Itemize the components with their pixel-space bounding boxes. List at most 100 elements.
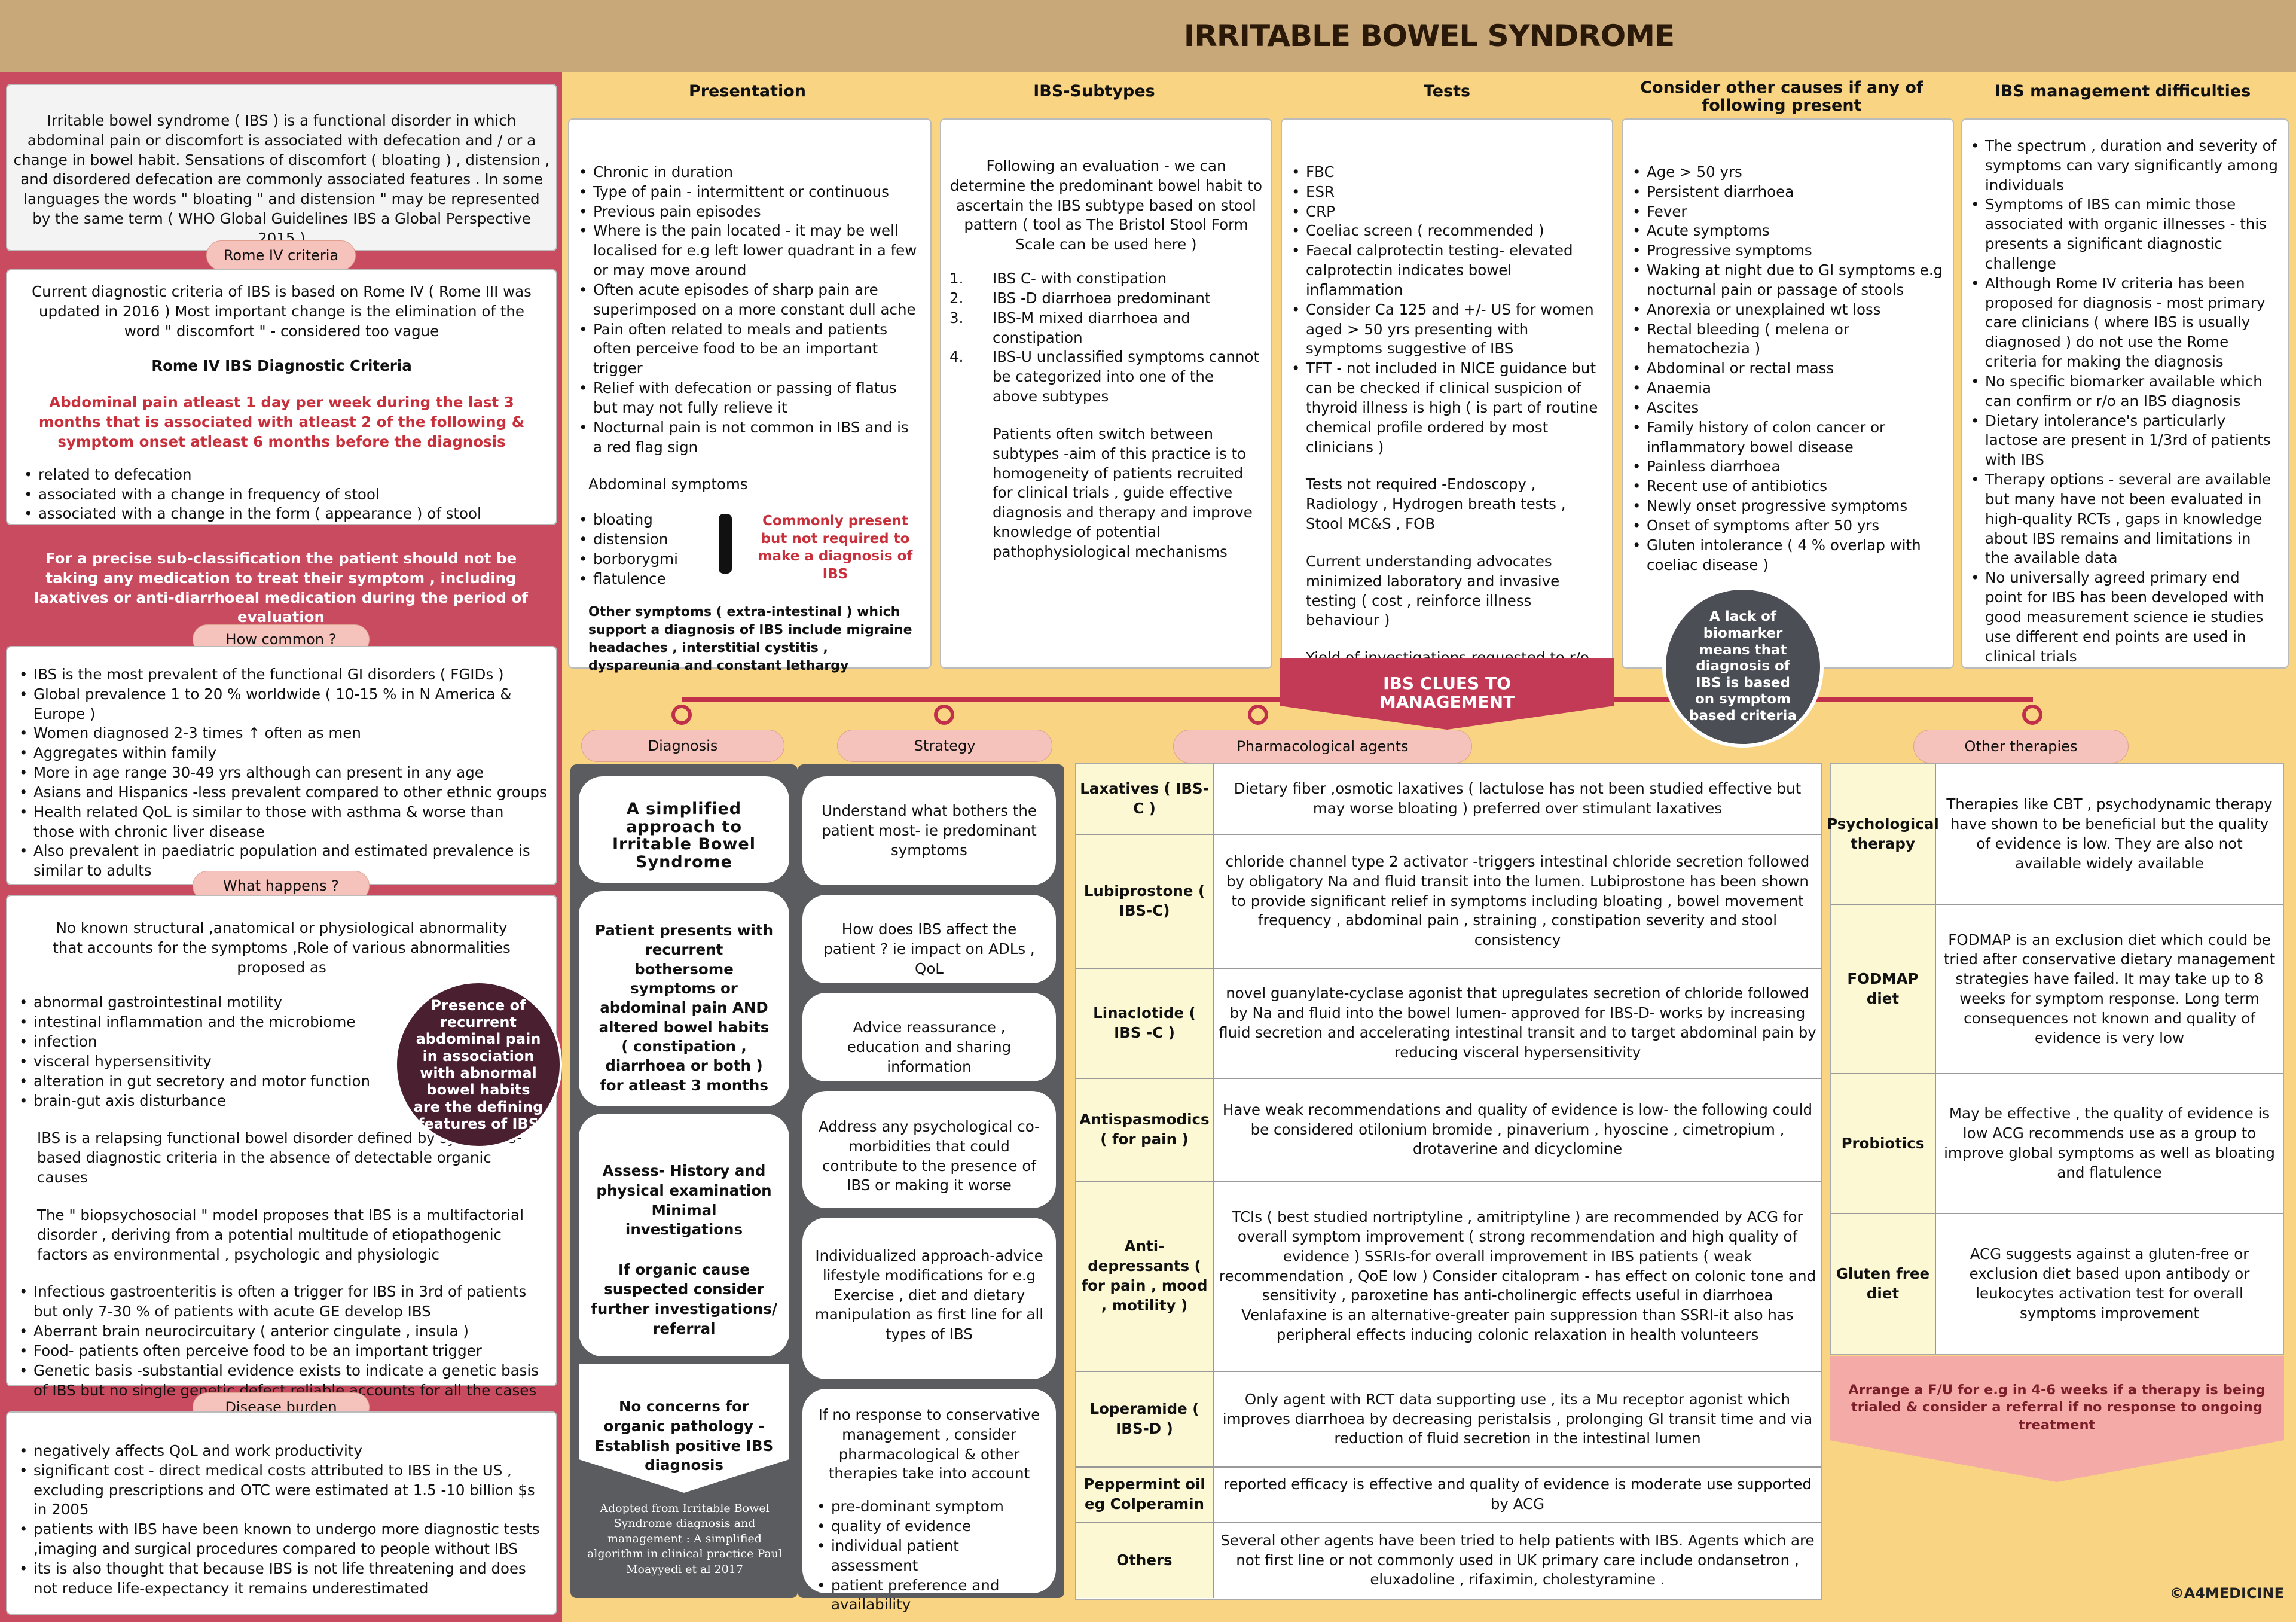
strategy-box-6: If no response to conservative managemen… bbox=[802, 1389, 1056, 1613]
list-item: Asians and Hispanics -less prevalent com… bbox=[16, 783, 548, 803]
pharma-row: Anti-depressants ( for pain , mood , mot… bbox=[1076, 1182, 1821, 1372]
list-item: Anorexia or unexplained wt loss bbox=[1629, 300, 1944, 320]
pharma-name: Laxatives ( IBS-C ) bbox=[1076, 764, 1214, 834]
list-item: Onset of symptoms after 50 yrs bbox=[1629, 516, 1944, 536]
burden-box: negatively affects QoL and work producti… bbox=[6, 1411, 557, 1615]
list-number: 4. bbox=[949, 348, 964, 366]
therapy-name: FODMAP diet bbox=[1831, 905, 1936, 1073]
list-item: abnormal gastrointestinal motility bbox=[16, 993, 548, 1013]
strategy-pill: Strategy bbox=[837, 730, 1052, 762]
list-item: No universally agreed primary end point … bbox=[1967, 568, 2279, 666]
diagnosis-box-1: A simplified approach to Irritable Bowel… bbox=[579, 776, 789, 883]
list-item: Age > 50 yrs bbox=[1629, 163, 1944, 182]
therapy-desc: Therapies like CBT , psychodynamic thera… bbox=[1946, 795, 2273, 872]
list-item: Global prevalence 1 to 20 % worldwide ( … bbox=[16, 685, 548, 724]
list-item: flatulence bbox=[575, 569, 707, 589]
list-item: Health related QoL is similar to those w… bbox=[16, 803, 548, 842]
therapy-desc: ACG suggests against a gluten-free or ex… bbox=[1969, 1245, 2250, 1322]
list-item: patients with IBS have been known to und… bbox=[16, 1520, 548, 1559]
list-item: individual patient assessment bbox=[813, 1536, 1045, 1576]
connector-node bbox=[934, 705, 954, 725]
list-item: associated with a change in the form ( a… bbox=[20, 504, 543, 524]
list-item: associated with a change in frequency of… bbox=[20, 485, 543, 505]
list-item: alteration in gut secretory and motor fu… bbox=[16, 1072, 548, 1092]
list-item: Recent use of antibiotics bbox=[1629, 477, 1944, 496]
strategy-box-2: How does IBS affect the patient ? ie imp… bbox=[802, 895, 1056, 983]
list-item: Family history of colon cancer or inflam… bbox=[1629, 418, 1944, 458]
list-text: IBS-U unclassified symptoms cannot be ca… bbox=[993, 348, 1260, 406]
list-item: Gluten intolerance ( 4 % overlap with co… bbox=[1629, 536, 1944, 575]
extra-intestinal: Other symptoms ( extra-intestinal ) whic… bbox=[588, 605, 912, 673]
list-item: negatively affects QoL and work producti… bbox=[16, 1441, 548, 1461]
tests-heading: Tests bbox=[1423, 82, 1471, 100]
list-item: Newly onset progressive symptoms bbox=[1629, 496, 1944, 516]
pharma-desc: Several other agents have been tried to … bbox=[1220, 1531, 1815, 1589]
rome-heading: Rome IV IBS Diagnostic Criteria bbox=[151, 357, 412, 375]
clues-banner-text: IBS CLUES TO MANAGEMENT bbox=[1379, 673, 1515, 712]
bracket-bar bbox=[719, 514, 732, 574]
pharma-name: Lubiprostone ( IBS-C) bbox=[1076, 835, 1214, 968]
pharma-name: Anti-depressants ( for pain , mood , mot… bbox=[1076, 1182, 1214, 1371]
abd-heading: Abdominal symptoms bbox=[588, 475, 748, 493]
list-item: Ascites bbox=[1629, 398, 1944, 418]
list-item: Faecal calprotectin testing- elevated ca… bbox=[1288, 241, 1606, 300]
list-item: borborygmi bbox=[575, 550, 707, 569]
list-item: ESR bbox=[1288, 182, 1606, 202]
difficulties-box: The spectrum , duration and severity of … bbox=[1961, 118, 2289, 669]
what-happens-intro: No known structural ,anatomical or physi… bbox=[53, 919, 511, 976]
list-item: Symptoms of IBS can mimic those associat… bbox=[1967, 195, 2279, 273]
list-item: Progressive symptoms bbox=[1629, 241, 1944, 261]
list-text: IBS -D diarrhoea predominant bbox=[993, 289, 1211, 307]
diagnosis-source: Adopted from Irritable Bowel Syndrome di… bbox=[587, 1502, 783, 1576]
list-item: Abdominal or rectal mass bbox=[1629, 359, 1944, 379]
rome-text: Current diagnostic criteria of IBS is ba… bbox=[32, 283, 532, 340]
list-item: Often acute episodes of sharp pain are s… bbox=[575, 281, 922, 320]
list-item: Rectal bleeding ( melena or hematochezia… bbox=[1629, 320, 1944, 359]
what-happens-p2: The " biopsychosocial " model proposes t… bbox=[37, 1206, 524, 1263]
pharma-row: Lubiprostone ( IBS-C)chloride channel ty… bbox=[1076, 835, 1821, 969]
defining-features-circle: Presence of recurrent abdominal pain in … bbox=[395, 981, 562, 1148]
therapy-desc: FODMAP is an exclusion diet which could … bbox=[1943, 931, 2276, 1047]
list-item: Waking at night due to GI symptoms e.g n… bbox=[1629, 261, 1944, 300]
pharma-name: Peppermint oil eg Colperamin bbox=[1076, 1468, 1214, 1522]
pharma-name: Linaclotide ( IBS -C ) bbox=[1076, 969, 1214, 1078]
list-item: distension bbox=[575, 530, 707, 550]
pharma-desc: TCIs ( best studied nortriptyline , amit… bbox=[1219, 1208, 1816, 1344]
list-item: FBC bbox=[1288, 163, 1606, 182]
list-item: its is also thought that because IBS is … bbox=[16, 1559, 548, 1599]
list-item: More in age range 30-49 yrs although can… bbox=[16, 763, 548, 783]
tests-p2: Current understanding advocates minimize… bbox=[1306, 552, 1560, 629]
pharma-row: Antispasmodics ( for pain )Have weak rec… bbox=[1076, 1079, 1821, 1182]
connector-node bbox=[1248, 705, 1268, 725]
list-item: 2.IBS -D diarrhoea predominant bbox=[949, 289, 1263, 309]
pharma-desc: reported efficacy is effective and quali… bbox=[1223, 1475, 1812, 1513]
list-item: Infectious gastroenteritis is often a tr… bbox=[16, 1282, 548, 1322]
strategy-box-3: Advice reassurance , education and shari… bbox=[802, 993, 1056, 1081]
tests-p1: Tests not required -Endoscopy , Radiolog… bbox=[1306, 475, 1566, 533]
list-item: visceral hypersensitivity bbox=[16, 1052, 548, 1072]
list-number: 3. bbox=[949, 309, 964, 327]
other-causes-box: Age > 50 yrs Persistent diarrhoea Fever … bbox=[1622, 118, 1954, 669]
therapy-name: Probiotics bbox=[1831, 1074, 1936, 1213]
presentation-heading: Presentation bbox=[688, 82, 807, 100]
connector-node bbox=[671, 705, 692, 725]
abd-note: Commonly present but not required to mak… bbox=[758, 513, 913, 582]
diagnosis-box-2: Patient presents with recurrent botherso… bbox=[579, 891, 789, 1106]
list-item: Aggregates within family bbox=[16, 743, 548, 763]
diagnosis-arrow-shape bbox=[579, 1364, 789, 1493]
list-item: Anaemia bbox=[1629, 379, 1944, 398]
list-item: quality of evidence bbox=[813, 1517, 1045, 1536]
pharma-row: Loperamide ( IBS-D )Only agent with RCT … bbox=[1076, 1372, 1821, 1468]
pharma-name: Loperamide ( IBS-D ) bbox=[1076, 1372, 1214, 1466]
list-text: IBS-M mixed diarrhoea and constipation bbox=[993, 309, 1190, 346]
tests-box: FBC ESR CRP Coeliac screen ( recommended… bbox=[1281, 118, 1613, 706]
list-item: bloating bbox=[575, 510, 707, 530]
list-item: TFT - not included in NICE guidance but … bbox=[1288, 359, 1606, 457]
list-item: Women diagnosed 2-3 times ↑ often as men bbox=[16, 724, 548, 743]
